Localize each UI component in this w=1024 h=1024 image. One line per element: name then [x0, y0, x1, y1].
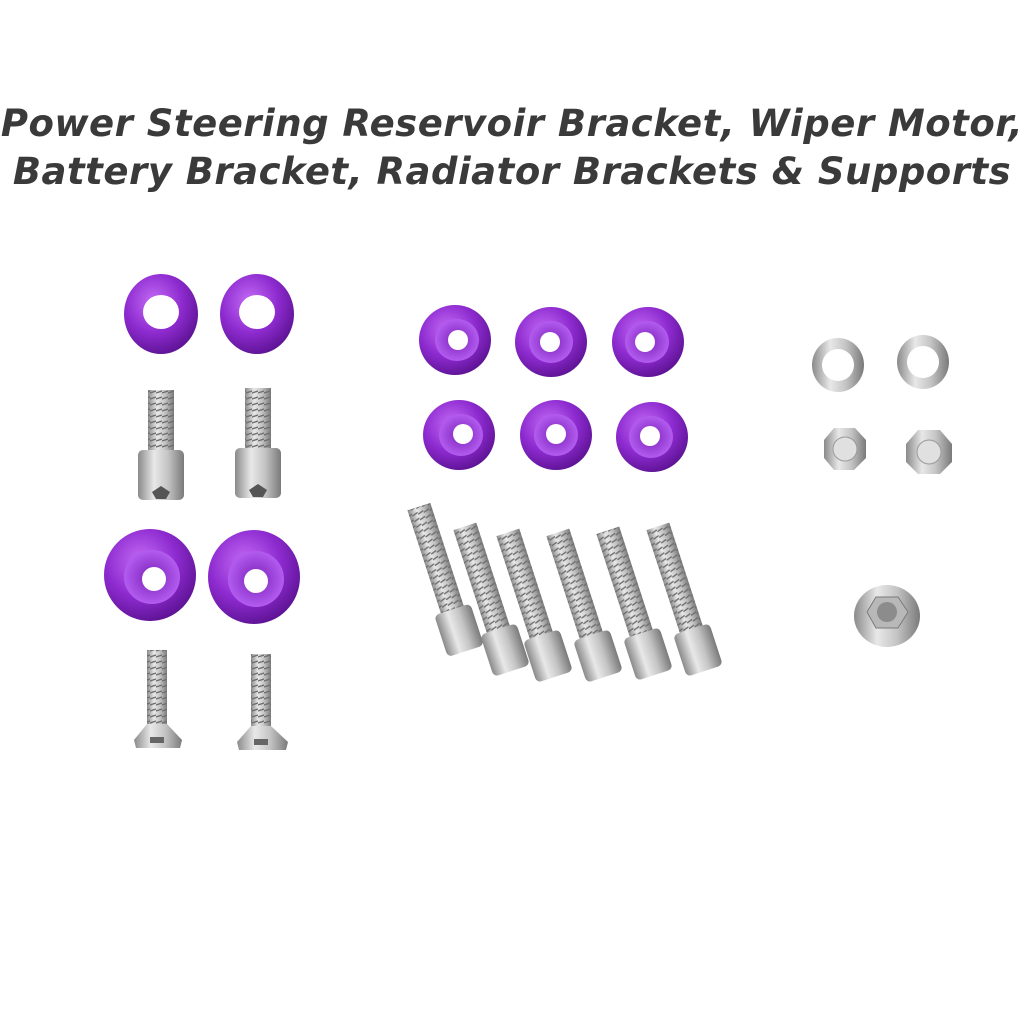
- purple-washer: [124, 274, 198, 354]
- cap-screw-long: [596, 526, 672, 680]
- purple-cone-washer: [612, 307, 684, 377]
- acorn-nut: [906, 430, 952, 474]
- flat-head-screw: [134, 650, 182, 748]
- flat-washer: [812, 338, 864, 392]
- purple-washer: [220, 274, 294, 354]
- left-group: [104, 274, 300, 750]
- center-group: [407, 305, 722, 682]
- cap-screw: [138, 390, 184, 500]
- acorn-nut: [824, 428, 866, 470]
- purple-cone-washer: [419, 305, 491, 375]
- purple-cone-washer: [515, 307, 587, 377]
- flat-washer: [897, 335, 949, 389]
- purple-cone-washer: [520, 400, 592, 470]
- cap-screw: [235, 388, 281, 498]
- cap-screw-long: [646, 522, 722, 676]
- cap-screw-long: [407, 502, 483, 656]
- cap-screw-long: [496, 528, 572, 682]
- title-line-2: Battery Bracket, Radiator Brackets & Sup…: [12, 150, 1012, 193]
- right-group: [812, 335, 952, 647]
- purple-cup-washer: [104, 529, 196, 621]
- title-line-1: Power Steering Reservoir Bracket, Wiper …: [0, 102, 1024, 145]
- product-title: Power Steering Reservoir Bracket, Wiper …: [0, 100, 1024, 196]
- cap-screw-long: [453, 522, 529, 676]
- purple-cup-washer: [208, 530, 300, 624]
- cap-screw-long: [546, 528, 622, 682]
- flange-nut: [854, 585, 920, 647]
- purple-cone-washer: [423, 400, 495, 470]
- flat-head-screw: [237, 654, 288, 750]
- purple-cone-washer: [616, 402, 688, 472]
